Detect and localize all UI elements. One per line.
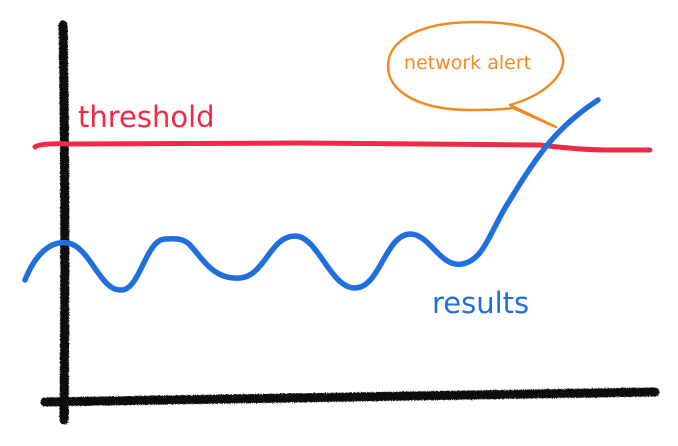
threshold-line [32, 140, 653, 153]
results-label: results [432, 286, 530, 320]
axes [40, 20, 660, 425]
results-line [22, 97, 601, 293]
x-axis [40, 387, 660, 407]
alert-speech-bubble [386, 20, 565, 129]
y-axis [58, 20, 70, 425]
network-alert-label: network alert [404, 52, 532, 74]
threshold-label: threshold [78, 100, 215, 134]
